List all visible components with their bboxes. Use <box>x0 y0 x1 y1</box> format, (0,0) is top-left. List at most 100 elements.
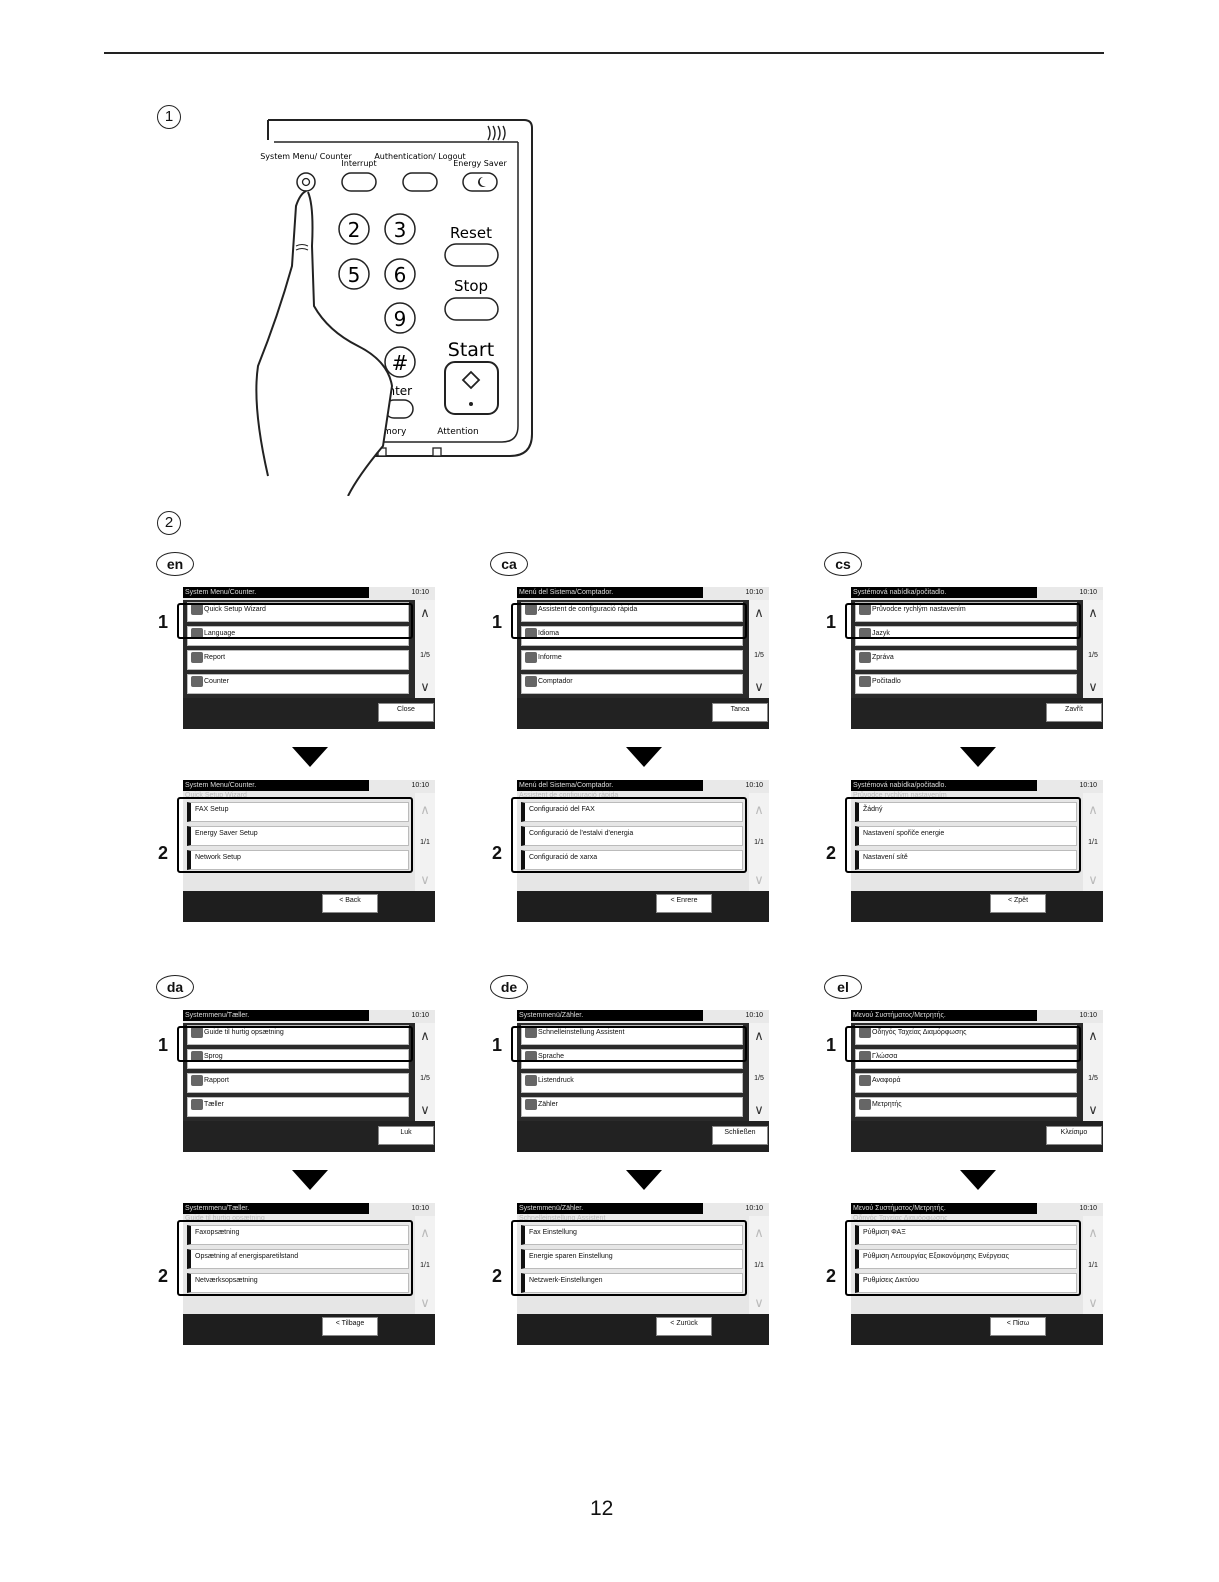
scrollbar[interactable]: ∧∨1/5 <box>415 600 435 698</box>
menu-item[interactable]: Language <box>187 626 409 646</box>
menu-item[interactable]: Jazyk <box>855 626 1077 646</box>
setup-item[interactable]: FAX Setup <box>187 802 409 822</box>
setup-item[interactable]: Netværksopsætning <box>187 1273 409 1293</box>
close-button[interactable]: Luk <box>378 1126 434 1145</box>
menu-item[interactable]: Zpráva <box>855 650 1077 670</box>
menu-item[interactable]: Tæller <box>187 1097 409 1117</box>
menu-item[interactable]: Μετρητής <box>855 1097 1077 1117</box>
menu-item[interactable]: Counter <box>187 674 409 694</box>
menu-item-icon <box>859 1074 871 1086</box>
menu-item[interactable]: Informe <box>521 650 743 670</box>
close-button[interactable]: Schließen <box>712 1126 768 1145</box>
menu-item[interactable]: Γλώσσα <box>855 1049 1077 1069</box>
setup-item[interactable]: Žádný <box>855 802 1077 822</box>
menu-item[interactable]: Průvodce rychlým nastavením <box>855 602 1077 622</box>
back-button[interactable]: < Zpět <box>990 894 1046 913</box>
setup-item[interactable]: Energy Saver Setup <box>187 826 409 846</box>
scroll-down-icon[interactable]: ∨ <box>1088 679 1098 694</box>
screen-title: Μενού Συστήματος/Μετρητής. <box>851 1203 1037 1214</box>
setup-item[interactable]: Opsætning af energisparetilstand <box>187 1249 409 1269</box>
menu-item[interactable]: Listendruck <box>521 1073 743 1093</box>
menu-item[interactable]: Comptador <box>521 674 743 694</box>
menu-item[interactable]: Quick Setup Wizard <box>187 602 409 622</box>
menu-item[interactable]: Αναφορά <box>855 1073 1077 1093</box>
menu-item-icon <box>525 1098 537 1110</box>
clock-time: 10:10 <box>745 589 763 596</box>
setup-item[interactable]: Energie sparen Einstellung <box>521 1249 743 1269</box>
menu-item-label: Sprog <box>204 1053 223 1060</box>
menu-item-icon <box>859 1050 871 1062</box>
menu-item[interactable]: Rapport <box>187 1073 409 1093</box>
setup-item[interactable]: Ρυθμίσεις Δικτύου <box>855 1273 1077 1293</box>
back-button[interactable]: < Back <box>322 894 378 913</box>
scroll-down-icon[interactable]: ∨ <box>420 1102 430 1117</box>
setup-item[interactable]: Faxopsætning <box>187 1225 409 1245</box>
back-button[interactable]: < Zurück <box>656 1317 712 1336</box>
scrollbar[interactable]: ∧∨1/5 <box>749 600 769 698</box>
setup-item[interactable]: Ρύθμιση ΦΑΞ <box>855 1225 1077 1245</box>
scrollbar[interactable]: ∧∨1/5 <box>415 1023 435 1121</box>
menu-item[interactable]: Počitadlo <box>855 674 1077 694</box>
scroll-up-icon[interactable]: ∧ <box>754 1028 764 1043</box>
close-button[interactable]: Tanca <box>712 703 768 722</box>
setup-item[interactable]: Configuració de l'estalvi d'energia <box>521 826 743 846</box>
key-2: 2 <box>348 218 361 242</box>
menu-item[interactable]: Report <box>187 650 409 670</box>
menu-item[interactable]: Zähler <box>521 1097 743 1117</box>
scroll-down-icon[interactable]: ∨ <box>1088 1102 1098 1117</box>
quick-setup-screen: Menú del Sistema/Comptador.Assistent de … <box>517 780 769 922</box>
menu-item[interactable]: Guide til hurtig opsætning <box>187 1025 409 1045</box>
scroll-up-icon[interactable]: ∧ <box>420 605 430 620</box>
screen-subtitle: Assistent de configuració ràpida <box>519 792 619 799</box>
close-button[interactable]: Zavřít <box>1046 703 1102 722</box>
menu-item-icon <box>191 1050 203 1062</box>
scrollbar[interactable]: ∧∨1/5 <box>749 1023 769 1121</box>
step-number: 2 <box>158 1266 169 1286</box>
setup-item[interactable]: Nastavení sítě <box>855 850 1077 870</box>
bottom-bar: Zavřít↵ <box>851 698 1103 729</box>
setup-item[interactable]: Network Setup <box>187 850 409 870</box>
scroll-up-icon[interactable]: ∧ <box>1088 605 1098 620</box>
scroll-down-icon[interactable]: ∨ <box>754 679 764 694</box>
setup-item[interactable]: Netzwerk-Einstellungen <box>521 1273 743 1293</box>
scrollbar[interactable]: ∧∨1/5 <box>1083 1023 1103 1121</box>
scroll-up-icon[interactable]: ∧ <box>1088 1028 1098 1043</box>
setup-item[interactable]: Fax Einstellung <box>521 1225 743 1245</box>
close-button[interactable]: Close <box>378 703 434 722</box>
step-marker-one: 1 <box>157 105 181 129</box>
menu-item[interactable]: Οδηγός Ταχείας Διαμόρφωσης <box>855 1025 1077 1045</box>
setup-item[interactable]: Configuració de xarxa <box>521 850 743 870</box>
language-badge: ca <box>490 552 528 576</box>
back-button[interactable]: < Πίσω <box>990 1317 1046 1336</box>
menu-item[interactable]: Sprache <box>521 1049 743 1069</box>
page-number: 12 <box>590 1497 614 1520</box>
back-button[interactable]: < Enrere <box>656 894 712 913</box>
menu-item[interactable]: Idioma <box>521 626 743 646</box>
back-button[interactable]: < Tilbage <box>322 1317 378 1336</box>
scroll-up-icon[interactable]: ∧ <box>420 1028 430 1043</box>
clock-time: 10:10 <box>745 1012 763 1019</box>
scroll-up-icon[interactable]: ∧ <box>754 605 764 620</box>
menu-item-icon <box>525 1026 537 1038</box>
scrollbar[interactable]: ∧∨1/5 <box>1083 600 1103 698</box>
menu-item[interactable]: Sprog <box>187 1049 409 1069</box>
scroll-down-icon[interactable]: ∨ <box>420 679 430 694</box>
setup-item[interactable]: Configuració del FAX <box>521 802 743 822</box>
enter-icon: ↵ <box>1090 1137 1098 1147</box>
menu-item[interactable]: Assistent de configuració ràpida <box>521 602 743 622</box>
clock-time: 10:10 <box>1079 782 1097 789</box>
menu-item[interactable]: Schnelleinstellung Assistent <box>521 1025 743 1045</box>
setup-item[interactable]: Ρύθμιση Λειτουργίας Εξοικονόμησης Ενέργε… <box>855 1249 1077 1269</box>
setup-item[interactable]: Nastavení spořiče energie <box>855 826 1077 846</box>
close-button[interactable]: Κλείσιμο <box>1046 1126 1102 1145</box>
menu-item-icon <box>191 603 203 615</box>
menu-item-label: Jazyk <box>872 630 890 637</box>
clock-time: 10:10 <box>1079 1205 1097 1212</box>
scroll-down-icon[interactable]: ∨ <box>754 1102 764 1117</box>
